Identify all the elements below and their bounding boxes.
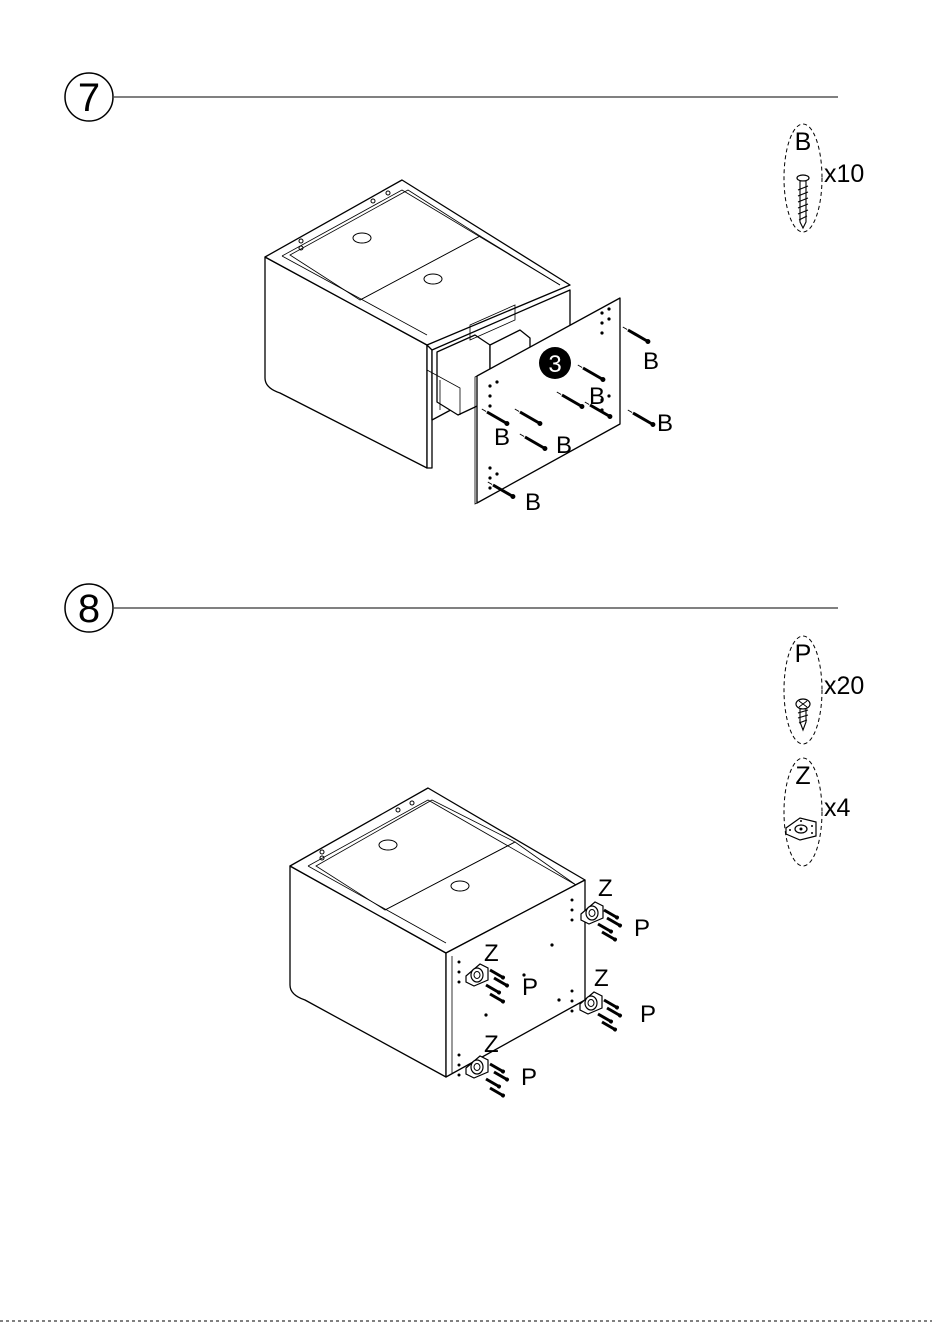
screw-icon — [797, 175, 809, 228]
hardware-count: x20 — [824, 672, 864, 700]
hardware-count: x4 — [824, 794, 851, 822]
step-number: 8 — [78, 587, 100, 631]
callout-b: B — [657, 410, 673, 437]
callout-b: B — [643, 348, 659, 375]
callout-z: Z — [598, 875, 613, 902]
callout-p: P — [640, 1001, 656, 1028]
hardware-z: Z x4 — [784, 758, 851, 866]
step-8: 8 P x20 Z x4 — [65, 584, 864, 1098]
hardware-letter: P — [795, 640, 812, 668]
caster-plate-icon — [786, 818, 816, 840]
step-7: 7 B x10 — [65, 73, 864, 516]
callout-z: Z — [484, 940, 499, 967]
callout-b: B — [556, 432, 572, 459]
cabinet-drawing-7: 3 B B B B B B — [265, 180, 673, 516]
callout-z: Z — [594, 965, 609, 992]
callout-b: B — [589, 383, 605, 410]
wood-screw-icon — [796, 699, 810, 730]
hardware-count: x10 — [824, 160, 864, 188]
hardware-b: B x10 — [784, 124, 864, 232]
callout-p: P — [634, 915, 650, 942]
hardware-p: P x20 — [784, 636, 864, 744]
callout-b: B — [525, 489, 541, 516]
step-number: 7 — [78, 76, 100, 120]
callout-z: Z — [484, 1031, 499, 1058]
panel-marker: 3 — [548, 351, 561, 378]
callout-p: P — [522, 974, 538, 1001]
hardware-letter: B — [795, 128, 812, 156]
callout-p: P — [521, 1064, 537, 1091]
hardware-letter: Z — [795, 762, 810, 790]
cabinet-drawing-8: Z Z Z Z P P P P — [290, 788, 656, 1098]
callout-b: B — [494, 424, 510, 451]
